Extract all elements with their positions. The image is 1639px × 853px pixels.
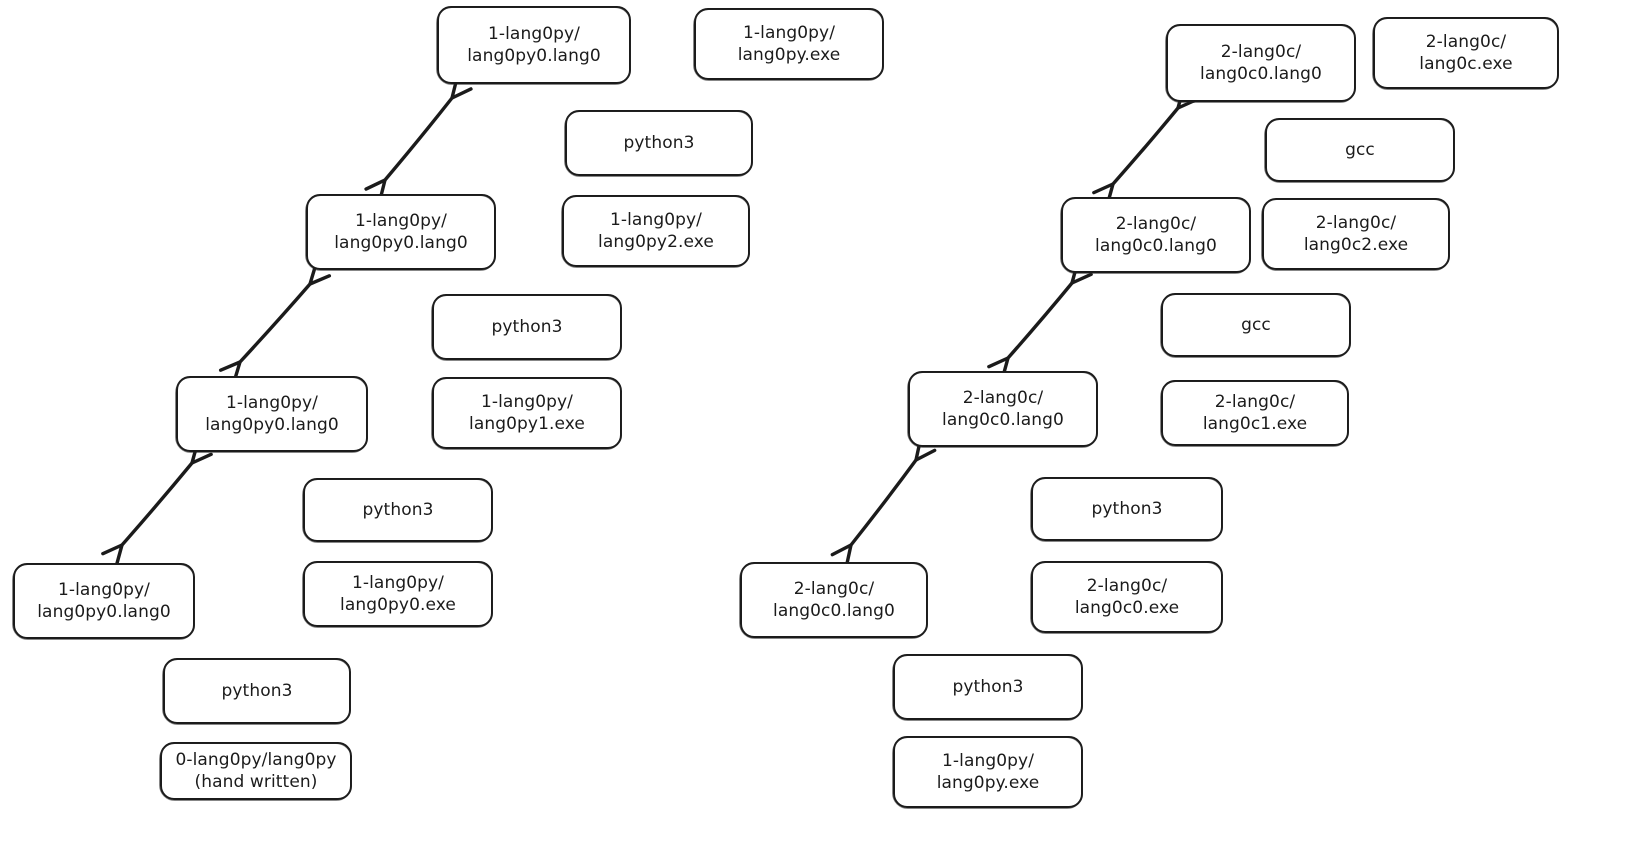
node-c-tool-b[interactable]: python3 [892, 654, 1083, 721]
node-py-tool-h[interactable]: python3 [162, 658, 351, 725]
node-label: python3 [491, 316, 563, 337]
node-py-tool-2[interactable]: python3 [564, 110, 753, 177]
node-c-src-2[interactable]: 2-lang0c/ lang0c0.lang0 [1060, 197, 1251, 274]
node-py-tool-0[interactable]: python3 [302, 478, 493, 543]
node-c-exe-2[interactable]: 2-lang0c/ lang0c2.exe [1261, 198, 1450, 271]
node-label: python3 [221, 680, 293, 701]
node-py-exe-1[interactable]: 1-lang0py/ lang0py1.exe [431, 377, 622, 450]
node-label: 1-lang0py/ lang0py0.exe [340, 572, 456, 615]
node-label: 1-lang0py/ lang0py1.exe [469, 391, 585, 434]
arrow-c-1-2 [987, 261, 1093, 380]
node-label: 1-lang0py/ lang0py2.exe [598, 209, 714, 252]
node-label: 1-lang0py/ lang0py0.lang0 [334, 210, 468, 253]
node-label: python3 [623, 132, 695, 153]
node-c-src-1[interactable]: 2-lang0c/ lang0c0.lang0 [907, 371, 1098, 448]
node-label: python3 [362, 499, 434, 520]
node-label: 1-lang0py/ lang0py0.lang0 [37, 579, 171, 622]
node-label: 2-lang0c/ lang0c0.lang0 [942, 387, 1064, 430]
node-c-boot[interactable]: 1-lang0py/ lang0py.exe [892, 736, 1083, 809]
node-label: python3 [952, 676, 1024, 697]
node-py-src-2[interactable]: 1-lang0py/ lang0py0.lang0 [305, 194, 496, 271]
node-label: 0-lang0py/lang0py (hand written) [175, 749, 337, 792]
node-label: 2-lang0c/ lang0c0.lang0 [773, 578, 895, 621]
node-c-exe-1[interactable]: 2-lang0c/ lang0c1.exe [1160, 380, 1349, 447]
node-py-exe-2[interactable]: 1-lang0py/ lang0py2.exe [561, 195, 750, 268]
arrow-py-0-1 [101, 441, 213, 567]
node-c-tool-0[interactable]: python3 [1030, 477, 1223, 542]
node-label: gcc [1241, 314, 1271, 335]
node-py-exe-3[interactable]: 1-lang0py/ lang0py.exe [693, 8, 884, 81]
node-label: 2-lang0c/ lang0c2.exe [1303, 212, 1409, 255]
node-c-exe-0[interactable]: 2-lang0c/ lang0c0.exe [1030, 561, 1223, 634]
node-py-src-0[interactable]: 1-lang0py/ lang0py0.lang0 [12, 563, 195, 640]
node-py-tool-1[interactable]: python3 [431, 294, 622, 361]
node-label: 2-lang0c/ lang0c0.lang0 [1200, 41, 1322, 84]
node-c-tool-1[interactable]: gcc [1160, 293, 1351, 358]
node-py-src-3[interactable]: 1-lang0py/ lang0py0.lang0 [436, 6, 631, 85]
node-label: gcc [1345, 139, 1375, 160]
node-c-src-0[interactable]: 2-lang0c/ lang0c0.lang0 [739, 562, 928, 639]
node-label: 1-lang0py/ lang0py0.lang0 [205, 392, 339, 435]
node-label: 2-lang0c/ lang0c1.exe [1202, 391, 1308, 434]
arrow-c-0-1 [830, 437, 937, 568]
node-c-exe-3[interactable]: 2-lang0c/ lang0c.exe [1372, 17, 1559, 90]
node-label: 1-lang0py/ lang0py.exe [936, 750, 1040, 793]
node-label: 2-lang0c/ lang0c0.exe [1074, 575, 1180, 618]
node-label: 2-lang0c/ lang0c.exe [1419, 31, 1513, 74]
node-label: 1-lang0py/ lang0py0.lang0 [467, 23, 601, 66]
arrow-py-2-3 [364, 75, 473, 203]
node-label: 1-lang0py/ lang0py.exe [737, 22, 841, 65]
node-py-hand[interactable]: 0-lang0py/lang0py (hand written) [159, 742, 352, 801]
arrow-py-1-2 [218, 262, 332, 384]
arrow-c-2-3 [1092, 86, 1199, 206]
node-py-src-1[interactable]: 1-lang0py/ lang0py0.lang0 [175, 376, 368, 453]
node-c-tool-2[interactable]: gcc [1264, 118, 1455, 183]
node-label: python3 [1091, 498, 1163, 519]
node-c-src-3[interactable]: 2-lang0c/ lang0c0.lang0 [1165, 24, 1356, 103]
node-label: 2-lang0c/ lang0c0.lang0 [1095, 213, 1217, 256]
node-py-exe-0[interactable]: 1-lang0py/ lang0py0.exe [302, 561, 493, 628]
